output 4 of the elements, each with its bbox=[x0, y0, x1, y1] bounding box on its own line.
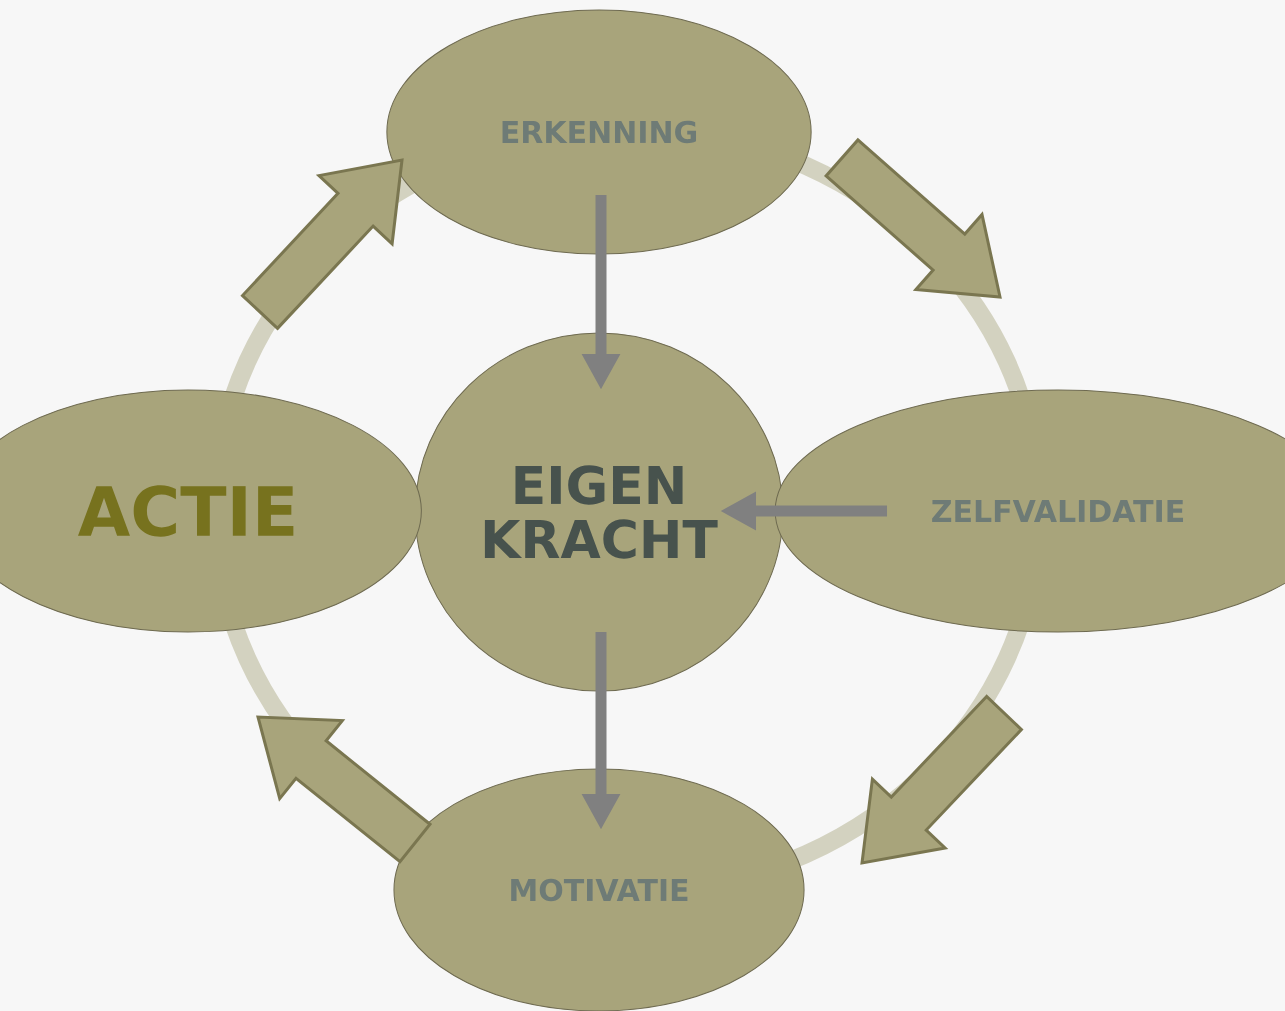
ellipse-node: MOTIVATIE bbox=[393, 768, 805, 1011]
circle-node: EIGEN KRACHT bbox=[414, 332, 784, 692]
ellipse-node: ERKENNING bbox=[386, 9, 812, 255]
ellipse-node: ZELFVALIDATIE bbox=[774, 389, 1285, 633]
